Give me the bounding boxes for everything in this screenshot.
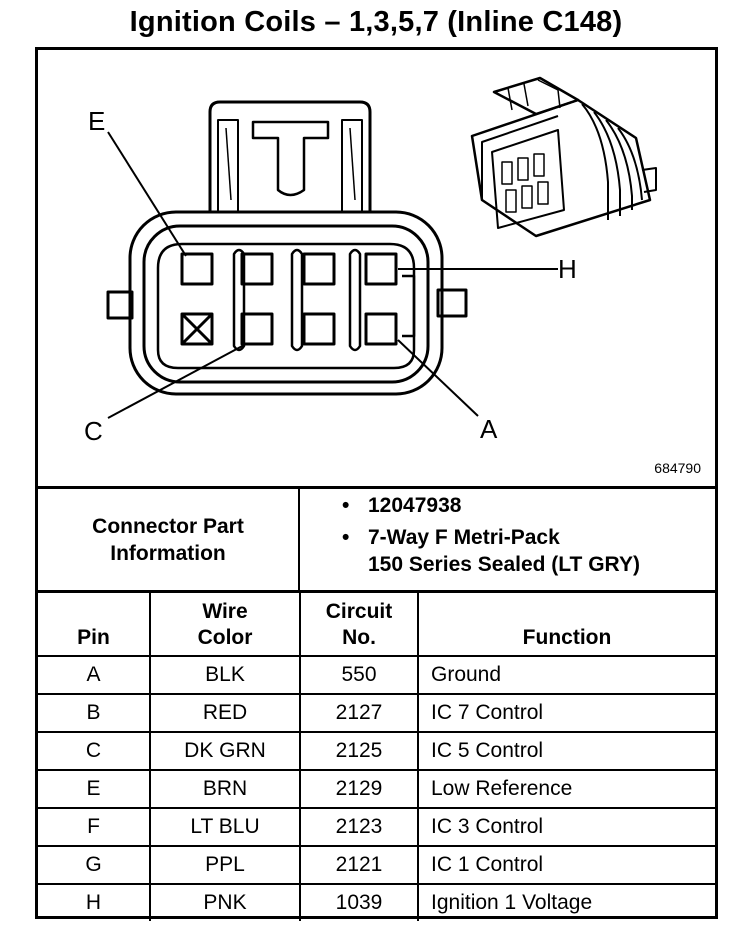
table-row: F LT BLU 2123 IC 3 Control: [38, 807, 715, 847]
circuit-cell: 2125: [299, 731, 419, 771]
table-row: E BRN 2129 Low Reference: [38, 769, 715, 809]
table-row: G PPL 2121 IC 1 Control: [38, 845, 715, 885]
header-pin: Pin: [38, 590, 151, 657]
connector-part-label-line1: Connector Part: [92, 514, 244, 538]
part-description: 7-Way F Metri-Pack 150 Series Sealed (LT…: [338, 524, 718, 578]
wire-color-cell: PPL: [149, 845, 301, 885]
pin-cell: G: [38, 845, 151, 885]
part-number: 12047938: [338, 492, 718, 519]
function-cell: IC 1 Control: [417, 845, 715, 885]
cavity-b: [302, 312, 336, 346]
function-cell: Low Reference: [417, 769, 715, 809]
wire-color-cell: BLK: [149, 655, 301, 695]
header-circuit-no-line1: Circuit: [325, 600, 393, 623]
header-wire-color-line2: Color: [197, 626, 253, 649]
circuit-cell: 2123: [299, 807, 419, 847]
pin-cell: H: [38, 883, 151, 921]
callout-e: E: [88, 106, 105, 136]
pin-cell: C: [38, 731, 151, 771]
circuit-cell: 550: [299, 655, 419, 695]
function-cell: IC 7 Control: [417, 693, 715, 733]
function-cell: Ground: [417, 655, 715, 695]
locking-tab: [208, 100, 372, 212]
table-row: H PNK 1039 Ignition 1 Voltage: [38, 883, 715, 921]
cavity-e: [180, 252, 214, 286]
pin-cell: A: [38, 655, 151, 695]
connector-body-outer: [128, 210, 444, 396]
wire-color-cell: RED: [149, 693, 301, 733]
pin-cell: F: [38, 807, 151, 847]
wire-color-cell: PNK: [149, 883, 301, 921]
part-description-line1: 7-Way F Metri-Pack: [368, 526, 560, 549]
connector-part-label: Connector Part Information: [38, 489, 300, 590]
callout-c: C: [84, 416, 103, 446]
function-cell: Ignition 1 Voltage: [417, 883, 715, 921]
circuit-cell: 2129: [299, 769, 419, 809]
header-function: Function: [417, 590, 715, 657]
circuit-cell: 2127: [299, 693, 419, 733]
table-header-row: Pin Wire Color Circuit No. Function: [38, 590, 715, 657]
pin-cell: B: [38, 693, 151, 733]
connector-isometric-view: [470, 76, 657, 238]
pin-cell: E: [38, 769, 151, 809]
connector-diagram: E H C A: [84, 76, 657, 446]
header-wire-color-line1: Wire: [202, 600, 248, 623]
header-circuit-no-line2: No.: [342, 626, 376, 649]
cavity-h: [364, 252, 398, 286]
wire-color-cell: BRN: [149, 769, 301, 809]
table-row: A BLK 550 Ground: [38, 655, 715, 695]
wire-color-cell: LT BLU: [149, 807, 301, 847]
connector-part-info: Connector Part Information 12047938 7-Wa…: [38, 486, 715, 590]
table-row: B RED 2127 IC 7 Control: [38, 693, 715, 733]
callout-a: A: [480, 414, 498, 444]
cavity-f: [240, 252, 274, 286]
left-ear: [106, 290, 134, 320]
cavity-c: [240, 312, 274, 346]
header-wire-color: Wire Color: [149, 590, 301, 657]
page-title: Ignition Coils – 1,3,5,7 (Inline C148): [129, 6, 623, 38]
callout-h: H: [558, 254, 577, 284]
table-row: C DK GRN 2125 IC 5 Control: [38, 731, 715, 771]
cavity-a: [364, 312, 398, 346]
function-cell: IC 5 Control: [417, 731, 715, 771]
circuit-cell: 1039: [299, 883, 419, 921]
connector-body-inner: [142, 224, 430, 384]
wire-color-cell: DK GRN: [149, 731, 301, 771]
function-cell: IC 3 Control: [417, 807, 715, 847]
connector-part-details: 12047938 7-Way F Metri-Pack 150 Series S…: [338, 492, 718, 583]
right-ear: [436, 288, 468, 318]
pinout-table: Pin Wire Color Circuit No. Function A BL…: [38, 590, 715, 921]
circuit-cell: 2121: [299, 845, 419, 885]
connector-sheet: E H C A 684790 C: [35, 47, 718, 921]
header-circuit-no: Circuit No.: [299, 590, 419, 657]
connector-part-label-line2: Information: [110, 541, 226, 565]
part-description-line2: 150 Series Sealed (LT GRY): [368, 553, 640, 576]
cavity-plugged: [180, 312, 214, 346]
figure-number: 684790: [654, 460, 701, 476]
cavity-g: [302, 252, 336, 286]
